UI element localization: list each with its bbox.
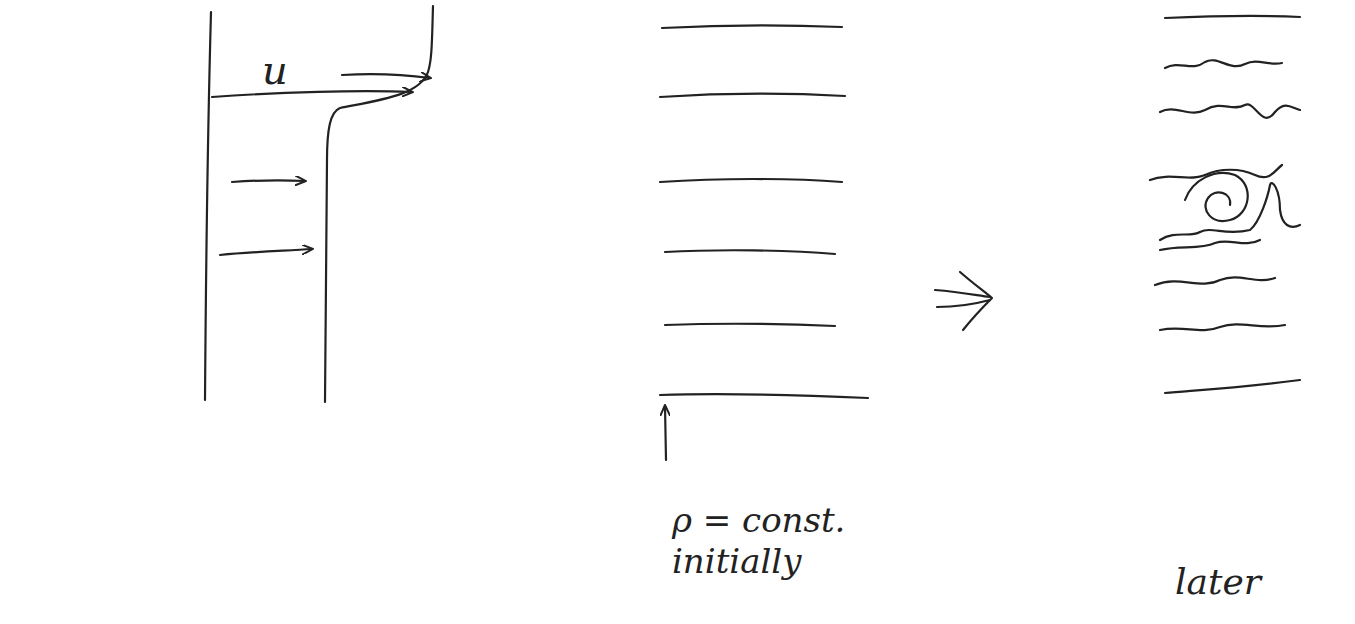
implies-arrow <box>935 272 992 330</box>
density-note: ρ = const. initially <box>672 500 872 582</box>
velocity-profile <box>205 6 433 402</box>
later-density-lines <box>1150 16 1300 393</box>
time-label: later <box>1175 560 1315 603</box>
initial-density-lines <box>660 26 868 460</box>
velocity-label: u <box>262 46 332 94</box>
